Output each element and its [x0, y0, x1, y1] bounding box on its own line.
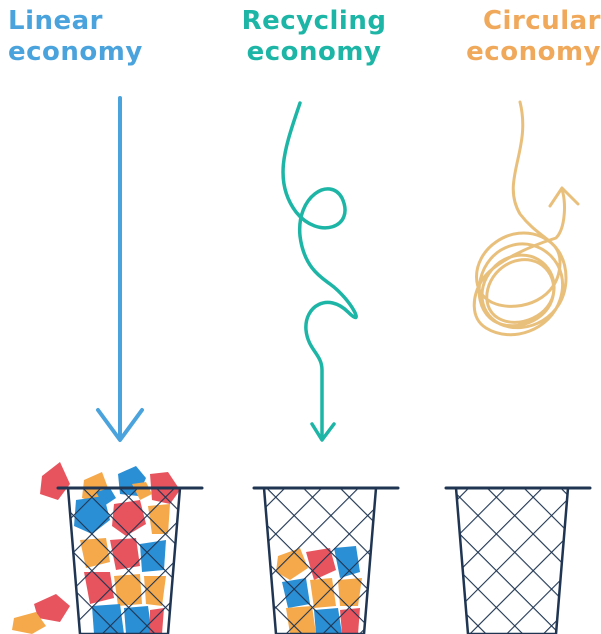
linear-waste-basket: [12, 462, 204, 634]
title-linear-line1: Linear: [8, 6, 103, 36]
title-linear-line2: economy: [8, 37, 143, 67]
linear-arrow: [96, 96, 144, 442]
title-circular-line2: economy: [466, 37, 601, 67]
recycling-arrow: [281, 101, 358, 442]
circular-scribble-arrow: [472, 100, 580, 337]
title-circular-line1: Circular: [482, 6, 601, 36]
title-recycling-line2: economy: [246, 37, 382, 67]
title-recycling-line1: Recycling: [241, 6, 387, 36]
circular-waste-basket: [444, 486, 592, 634]
recycling-waste-basket: [252, 486, 400, 634]
title-recycling-economy: Recycling economy: [228, 6, 400, 68]
title-linear-economy: Linear economy: [8, 6, 178, 68]
title-circular-economy: Circular economy: [456, 6, 601, 68]
linear-spilled-waste: [12, 594, 70, 634]
